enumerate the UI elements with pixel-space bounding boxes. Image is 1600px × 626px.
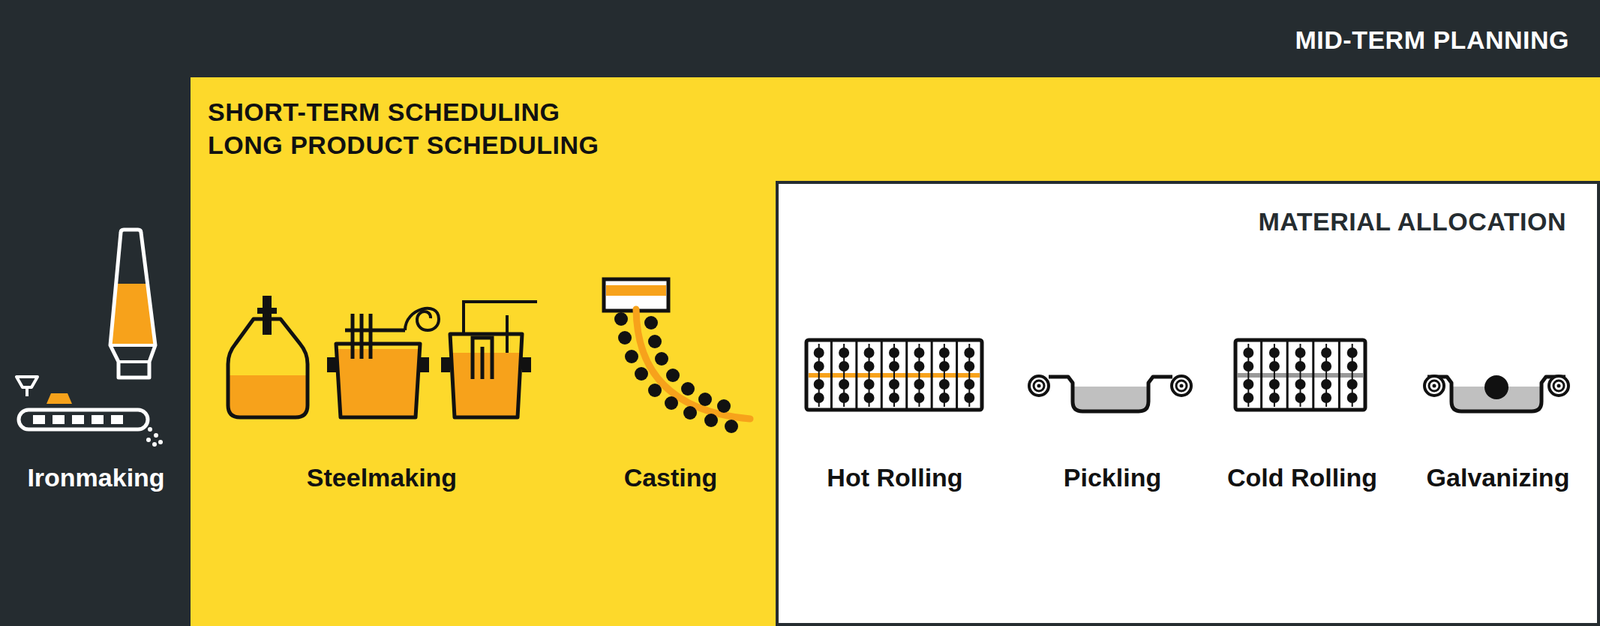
roll — [963, 378, 975, 390]
roll-axis — [1247, 343, 1249, 407]
process-label: Ironmaking — [27, 462, 165, 493]
roll — [813, 360, 825, 372]
stand-divider — [955, 341, 958, 409]
roll — [1295, 378, 1306, 390]
stand-divider — [1260, 341, 1263, 409]
roll — [864, 392, 875, 403]
roll — [1242, 360, 1254, 372]
roll — [939, 378, 950, 390]
roll — [939, 347, 950, 358]
roll — [939, 360, 950, 372]
roll-axis — [1273, 343, 1276, 407]
roll — [1295, 392, 1306, 403]
roll-axis — [818, 343, 820, 407]
roll — [939, 392, 950, 403]
roll — [1295, 347, 1306, 358]
roll — [1320, 360, 1332, 372]
roll — [1269, 347, 1280, 358]
roll — [1320, 378, 1332, 390]
pickling-tank-icon — [1029, 375, 1192, 412]
band-heading: MID-TERM PLANNING — [1295, 25, 1570, 55]
stand-divider — [1286, 341, 1289, 409]
roll — [1347, 392, 1358, 403]
roll — [888, 347, 900, 358]
process-label: Hot Rolling — [826, 462, 963, 493]
roll — [1269, 378, 1280, 390]
roll — [888, 392, 900, 403]
scheduling-band: SHORT-TERM SCHEDULINGLONG PRODUCT SCHEDU… — [190, 77, 1600, 626]
roll-axis — [843, 343, 845, 407]
roll — [813, 392, 825, 403]
roll — [1242, 378, 1254, 390]
process-label: Cold Rolling — [1227, 462, 1378, 493]
roll-axis — [943, 343, 946, 407]
hot-rolling-mill-icon — [806, 339, 982, 410]
stand-divider — [855, 341, 858, 409]
stand-divider — [1311, 341, 1315, 409]
band-heading: MATERIAL ALLOCATION — [1257, 207, 1567, 237]
roll — [888, 360, 900, 372]
roll — [838, 392, 850, 403]
galvanizing-bath-icon — [1424, 375, 1569, 412]
roll — [1242, 392, 1254, 403]
allocation-box: MATERIAL ALLOCATION — [775, 180, 1600, 626]
roll-axis — [868, 343, 871, 407]
band-heading: LONG PRODUCT SCHEDULING — [207, 130, 600, 160]
roll — [864, 360, 875, 372]
continuous-caster-icon — [603, 279, 751, 433]
roll — [838, 378, 850, 390]
roll-axis — [918, 343, 920, 407]
roll — [1347, 360, 1358, 372]
stand-divider — [1338, 341, 1341, 409]
roll — [1269, 360, 1280, 372]
roll — [1320, 347, 1332, 358]
cold-rolling-mill-icon — [1235, 339, 1366, 410]
roll-axis — [1325, 343, 1327, 407]
sinter-conveyor-icon — [16, 376, 163, 447]
roll-axis — [1351, 343, 1354, 407]
roll-axis — [1299, 343, 1302, 407]
converter-icon — [228, 295, 308, 418]
roll — [963, 347, 975, 358]
degasser-icon — [441, 301, 538, 418]
roll-axis — [893, 343, 895, 407]
stand-divider — [930, 341, 934, 409]
roll — [963, 360, 975, 372]
roll — [864, 347, 875, 358]
roll — [963, 392, 975, 403]
roll — [1295, 360, 1306, 372]
process-label: Steelmaking — [306, 462, 457, 493]
roll — [838, 360, 850, 372]
roll — [888, 378, 900, 390]
stand-divider — [905, 341, 908, 409]
roll — [813, 347, 825, 358]
process-label: Casting — [624, 462, 718, 493]
roll — [864, 378, 875, 390]
roll — [913, 392, 925, 403]
roll — [1269, 392, 1280, 403]
roll — [1320, 392, 1332, 403]
roll — [813, 378, 825, 390]
roll — [913, 360, 925, 372]
process-label: Galvanizing — [1426, 462, 1570, 493]
roll — [1347, 347, 1358, 358]
blast-furnace-icon — [110, 229, 156, 378]
stand-divider — [830, 341, 833, 409]
process-label: Pickling — [1063, 462, 1162, 493]
roll — [913, 347, 925, 358]
roll — [1347, 378, 1358, 390]
band-heading: SHORT-TERM SCHEDULING — [207, 97, 561, 127]
ladle-furnace-icon — [327, 308, 439, 418]
stand-divider — [880, 341, 883, 409]
roll — [913, 378, 925, 390]
roll — [1242, 347, 1254, 358]
roll-axis — [968, 343, 970, 407]
roll — [838, 347, 850, 358]
